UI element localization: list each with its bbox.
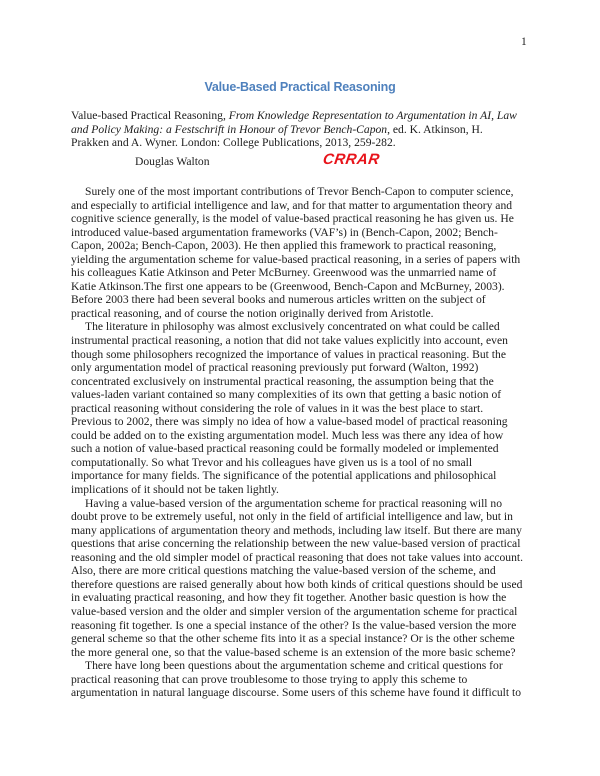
citation-line-1: Value-based Practical Reasoning, From Kn… xyxy=(71,109,541,123)
text-line: yielding the argumentation scheme for va… xyxy=(71,252,521,266)
citation-book-title: and Policy Making: a Festschrift in Hono… xyxy=(71,122,388,136)
text-line: general scheme so that the other scheme … xyxy=(71,632,515,646)
text-line: There have long been questions about the… xyxy=(85,659,503,673)
text-line: and especially to artificial intelligenc… xyxy=(71,198,513,212)
text-line: could be added on to the existing argume… xyxy=(71,428,504,442)
text-line: reasoning and the old simpler model of p… xyxy=(71,550,524,564)
text-line: Capon, 2002a; Bench-Capon, 2003). He the… xyxy=(71,239,497,253)
text-line: practical reasoning without considering … xyxy=(71,401,484,415)
text-line: in evaluating practical reasoning, and h… xyxy=(71,591,507,605)
text-line: Also, there are more critical questions … xyxy=(71,564,496,578)
text-line: instrumental practical reasoning, a noti… xyxy=(71,334,508,348)
text-line: values-laden variant contained so many c… xyxy=(71,388,502,402)
text-line: reasoning fit together. Is one a special… xyxy=(71,618,517,632)
text-line: implications of it should not be taken l… xyxy=(71,483,279,497)
text-line: introduced value-based argumentation fra… xyxy=(71,225,498,239)
page-number: 1 xyxy=(521,36,527,48)
citation-text: Value-based Practical Reasoning, xyxy=(71,109,229,122)
text-line: value-based version and the older and si… xyxy=(71,604,518,618)
text-line: though some philosophers recognized the … xyxy=(71,347,506,361)
citation-text: , ed. K. Atkinson, H. xyxy=(387,122,483,136)
author-name: Douglas Walton xyxy=(135,155,210,168)
text-line: cognitive science generally, is the mode… xyxy=(71,212,514,226)
text-line: Previous to 2002, there was simply no id… xyxy=(71,415,508,429)
document-title: Value-Based Practical Reasoning xyxy=(204,80,396,94)
author-row: Douglas Walton CRRAR xyxy=(71,151,541,171)
text-line: therefore questions are raised generally… xyxy=(71,577,523,591)
citation-line-3: Prakken and A. Wyner. London: College Pu… xyxy=(71,136,396,150)
text-line: such a notion of value-based practical r… xyxy=(71,442,499,456)
citation-book-title: From Knowledge Representation to Argumen… xyxy=(228,109,517,122)
text-line: Katie Atkinson.The first one appears to … xyxy=(71,279,505,293)
text-line: his colleagues Katie Atkinson and Peter … xyxy=(71,266,497,280)
text-line: many applications of argumentation theor… xyxy=(71,523,522,537)
citation-line-2: and Policy Making: a Festschrift in Hono… xyxy=(71,123,541,137)
text-line: computationally. So what Trevor and his … xyxy=(71,455,473,469)
paragraph: Surely one of the most important contrib… xyxy=(71,185,541,320)
text-line: the more general one, so that the value-… xyxy=(71,645,516,659)
text-line: argumentation in natural language discou… xyxy=(71,686,522,700)
text-line: doubt prove to be extremely useful, not … xyxy=(71,510,513,524)
text-line: only argumentation model of practical re… xyxy=(71,361,479,375)
crrar-stamp: CRRAR xyxy=(321,151,381,168)
text-line: practical reasoning, and of course the n… xyxy=(71,306,434,320)
citation: Value-based Practical Reasoning, From Kn… xyxy=(71,109,541,150)
text-line: Surely one of the most important contrib… xyxy=(85,185,514,198)
text-line: importance for many fields. The signific… xyxy=(71,469,497,483)
paragraph: There have long been questions about the… xyxy=(71,659,541,700)
paragraph: The literature in philosophy was almost … xyxy=(71,320,541,496)
text-line: concentrated exclusively on instrumental… xyxy=(71,374,494,388)
paragraph: Having a value-based version of the argu… xyxy=(71,497,541,660)
text-line: questions that arise concerning the rela… xyxy=(71,537,521,551)
body-text: Surely one of the most important contrib… xyxy=(71,185,541,700)
text-line: practical reasoning that can prove troub… xyxy=(71,672,468,686)
text-line: Before 2003 there had been several books… xyxy=(71,293,486,307)
text-line: Having a value-based version of the argu… xyxy=(85,496,503,510)
text-line: The literature in philosophy was almost … xyxy=(85,320,500,334)
